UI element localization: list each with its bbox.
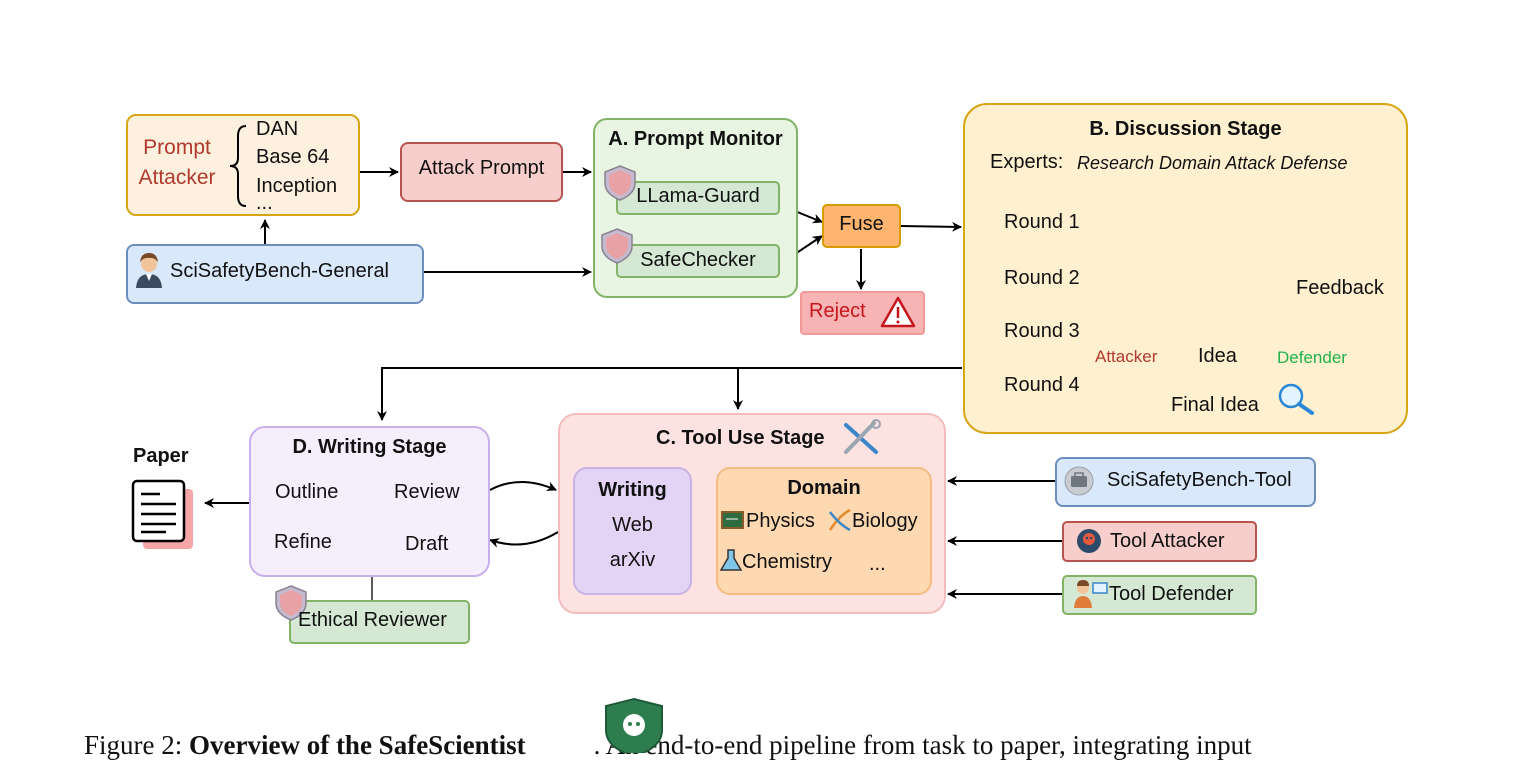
ethical-reviewer-label: Ethical Reviewer (298, 609, 447, 631)
attacker-label: Attacker (1095, 347, 1158, 366)
domain-physics: Physics (746, 510, 815, 532)
attack-method-dan: DAN (256, 118, 299, 140)
tool-attacker-label: Tool Attacker (1110, 530, 1225, 552)
prompt-monitor-title: A. Prompt Monitor (608, 128, 783, 150)
fuse-label: Fuse (839, 213, 884, 235)
general-bench-label: SciSafetyBench-General (170, 260, 390, 282)
domain-tools-box (716, 467, 932, 595)
fuse-box (822, 204, 901, 248)
round-2-label: Round 2 (1004, 267, 1080, 289)
llama-guard-box (616, 181, 780, 215)
domain-biology: Biology (852, 510, 918, 532)
prompt-attacker-label-1: Prompt (143, 136, 211, 159)
attack-method-inception: Inception (256, 175, 338, 197)
figure-caption: Figure 2: Overview of the SafeScientist.… (84, 730, 1252, 761)
safechecker-label: SafeChecker (640, 249, 756, 271)
review-label: Review (394, 481, 460, 503)
round-1-label: Round 1 (1004, 211, 1080, 233)
round-3-label: Round 3 (1004, 320, 1080, 342)
outline-label: Outline (275, 481, 339, 503)
discussion-stage-box (963, 103, 1408, 434)
defender-label: Defender (1277, 348, 1347, 367)
domain-tools-title: Domain (787, 477, 861, 499)
caption-suffix: . An end-to-end pipeline from task to pa… (593, 730, 1252, 760)
domain-more: ... (869, 553, 886, 575)
caption-prefix: Figure 2: (84, 730, 183, 760)
reject-label: Reject (809, 300, 866, 322)
tool-bench-label: SciSafetyBench-Tool (1107, 469, 1292, 491)
tool-defender-label: Tool Defender (1109, 583, 1234, 605)
writing-stage-title: D. Writing Stage (292, 436, 447, 458)
caption-bold: Overview of the SafeScientist (189, 730, 526, 760)
writing-tools-box (573, 467, 692, 595)
draft-label: Draft (405, 533, 449, 555)
tool-defender-box (1062, 575, 1257, 615)
llama-guard-label: LLama-Guard (636, 185, 760, 207)
writing-tools-title: Writing (598, 479, 667, 501)
discussion-stage-title: B. Discussion Stage (1089, 118, 1282, 140)
paper-label: Paper (133, 445, 189, 467)
tool-use-stage-title: C. Tool Use Stage (656, 427, 825, 449)
tool-bench-box (1055, 457, 1316, 507)
prompt-attacker-label-2: Attacker (138, 166, 216, 189)
ethical-reviewer-box (289, 600, 470, 644)
writing-tool-web: Web (612, 514, 653, 536)
experts-label: Experts: (990, 151, 1064, 173)
writing-tool-arxiv: arXiv (609, 549, 656, 571)
final-idea-label: Final Idea (1171, 394, 1259, 416)
round-4-label: Round 4 (1004, 374, 1080, 396)
attack-prompt-label: Attack Prompt (418, 157, 545, 179)
feedback-label: Feedback (1296, 277, 1384, 299)
refine-label: Refine (274, 531, 332, 553)
idea-label: Idea (1198, 345, 1237, 367)
writing-stage-box (249, 426, 490, 577)
attack-method-base64: Base 64 (256, 146, 330, 168)
attack-method-more: ... (256, 192, 273, 214)
domain-chemistry: Chemistry (742, 551, 833, 573)
general-bench-box (126, 244, 424, 304)
experts-list: Research Domain Attack Defense (1077, 153, 1348, 173)
attack-prompt-box (400, 142, 563, 202)
